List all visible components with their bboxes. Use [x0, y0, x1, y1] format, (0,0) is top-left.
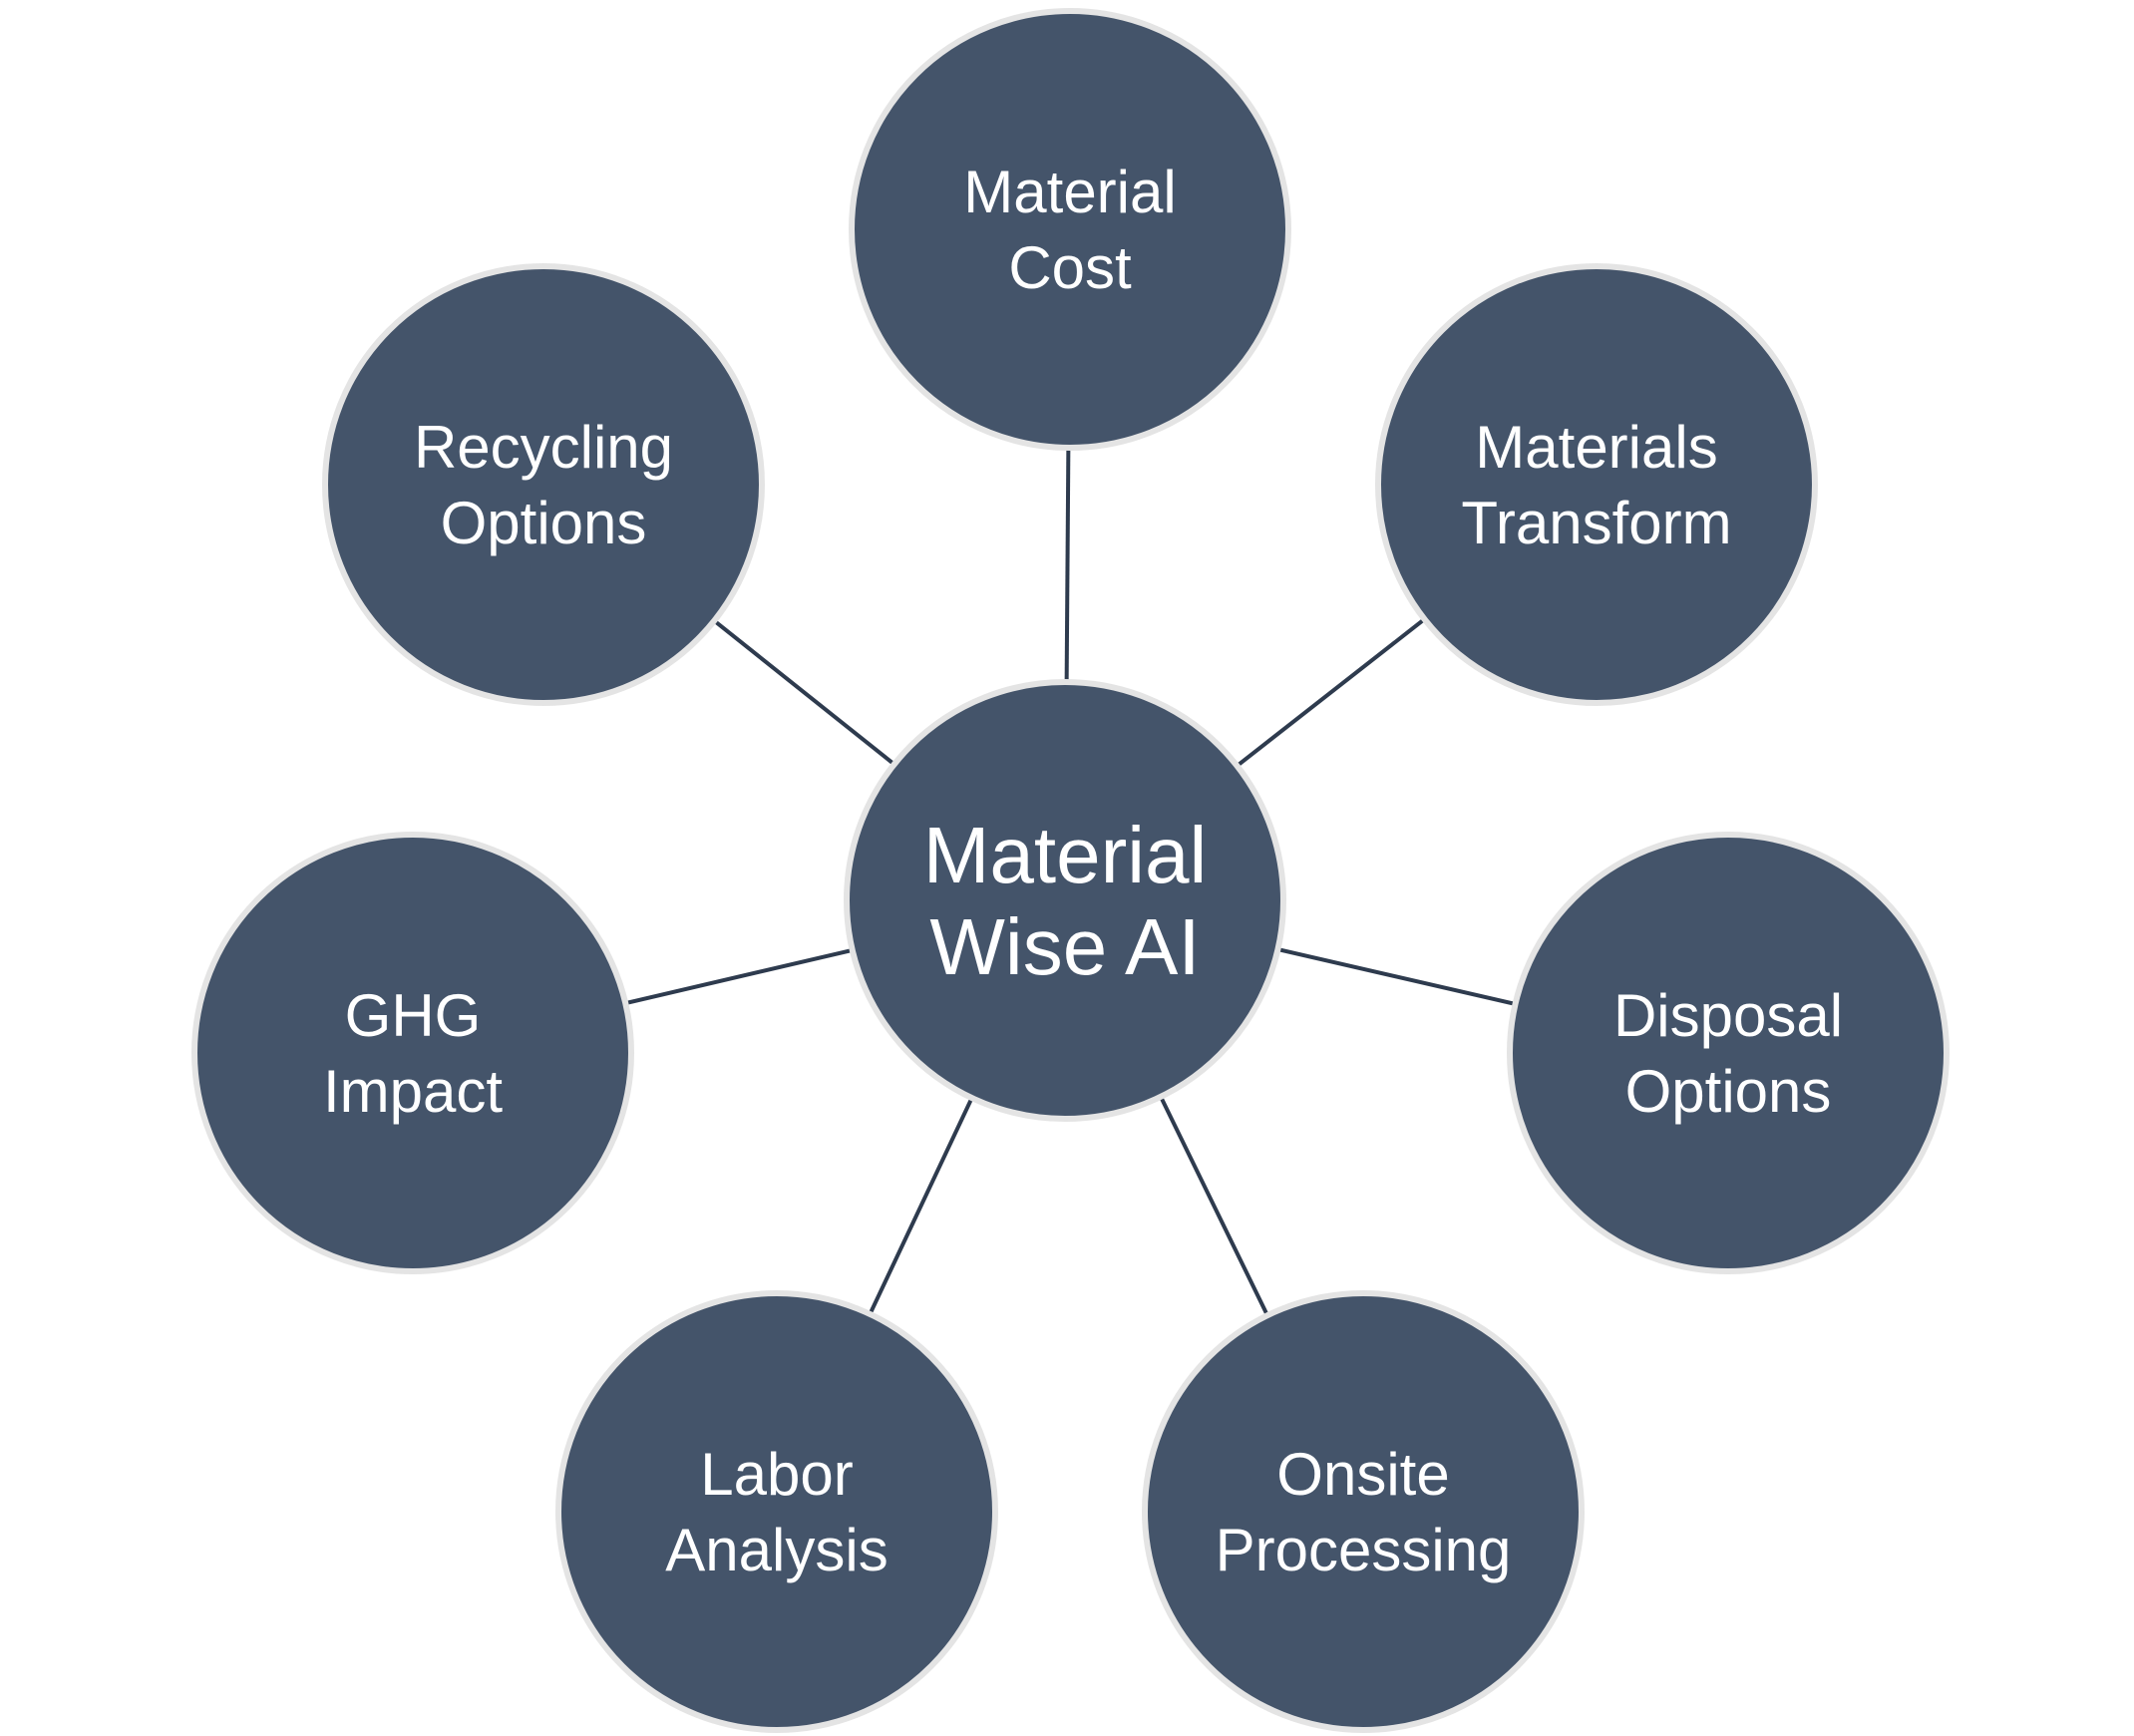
node-circle [555, 1290, 998, 1733]
node-label-line: Options [441, 490, 647, 556]
node-circle [322, 263, 765, 706]
node-label-line: Wise AI [929, 902, 1200, 991]
node-label-line: Material [923, 811, 1208, 899]
node-label-line: Cost [1008, 234, 1132, 301]
node-label-line: Recycling [414, 414, 673, 481]
node-label-line: Labor [700, 1441, 853, 1508]
node-ghg-impact: GHG Impact [191, 832, 634, 1274]
node-label-line: Analysis [665, 1517, 888, 1583]
node-circle [844, 679, 1286, 1122]
node-label-line: Impact [323, 1058, 503, 1125]
node-label-line: Disposal [1613, 982, 1843, 1049]
node-circle [849, 8, 1291, 451]
node-label-line: Materials [1475, 414, 1717, 481]
node-label-line: Transform [1461, 490, 1731, 556]
node-label-line: Material [963, 159, 1176, 225]
node-label-line: Options [1625, 1058, 1832, 1125]
node-label-line: Processing [1216, 1517, 1512, 1583]
node-circle [1142, 1290, 1585, 1733]
node-circle [191, 832, 634, 1274]
node-label-line: Onsite [1276, 1441, 1449, 1508]
node-label-line: GHG [345, 982, 482, 1049]
node-circle [1375, 263, 1818, 706]
node-circle [1507, 832, 1950, 1274]
